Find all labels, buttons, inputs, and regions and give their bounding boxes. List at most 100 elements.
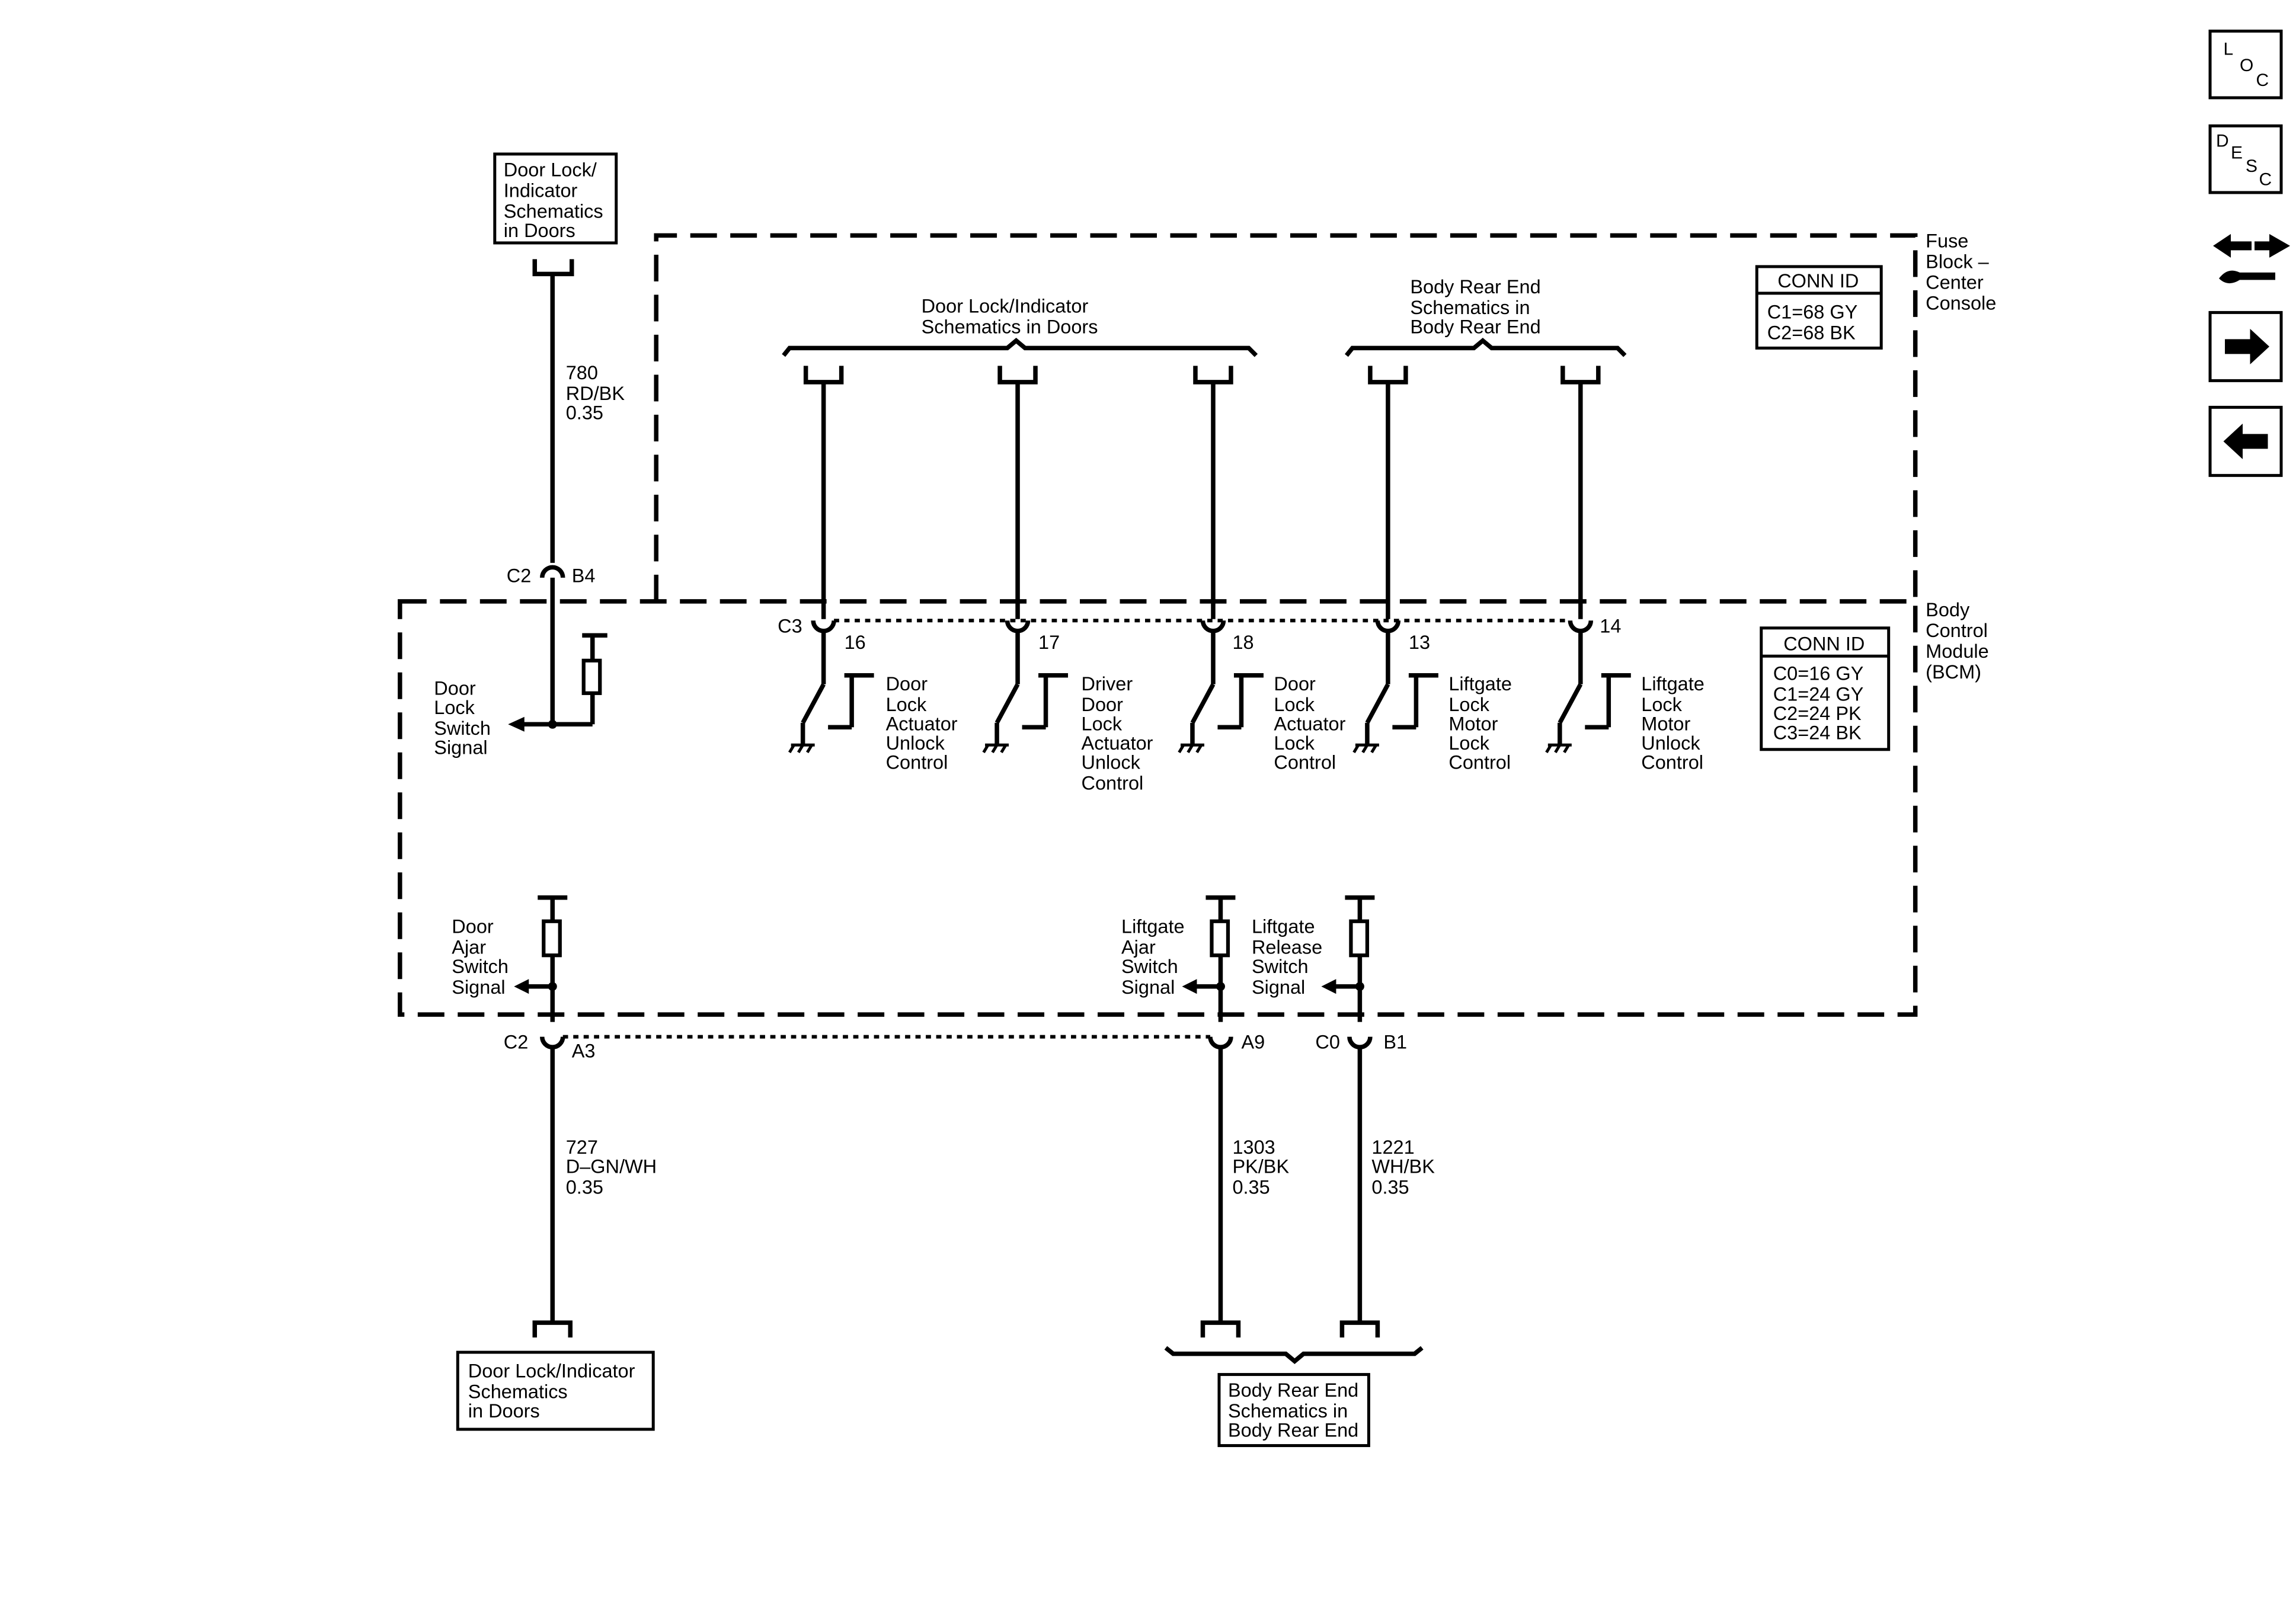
signal-label-liftgate-ajar-switch: Liftgate Ajar Switch Signal bbox=[1121, 916, 1185, 998]
svg-text:Control: Control bbox=[1926, 620, 1988, 641]
ref-box-door-lock-top-left: Door Lock/ Indicator Schematics in Doors bbox=[493, 152, 618, 245]
svg-text:PK/BK: PK/BK bbox=[1232, 1156, 1289, 1177]
signal-label-door-lock-switch: Door Lock Switch Signal bbox=[434, 677, 491, 758]
connector-tab-bottom-1303 bbox=[1200, 1320, 1241, 1338]
bracket-body-rear-bottom bbox=[1164, 1346, 1424, 1364]
svg-text:Schematics in: Schematics in bbox=[1410, 297, 1530, 318]
connector-c2-a3 bbox=[540, 1036, 565, 1049]
c3-pin-16: 16 bbox=[811, 620, 866, 684]
svg-text:Unlock: Unlock bbox=[1641, 732, 1700, 754]
c3-pin-14: 14 bbox=[1568, 615, 1621, 684]
svg-text:Signal: Signal bbox=[452, 977, 505, 998]
svg-text:Motor: Motor bbox=[1448, 713, 1498, 734]
svg-text:C0=16 GY: C0=16 GY bbox=[1773, 662, 1864, 684]
svg-text:Unlock: Unlock bbox=[1082, 751, 1141, 773]
svg-text:Switch: Switch bbox=[1252, 956, 1309, 977]
svg-text:Ajar: Ajar bbox=[1121, 937, 1156, 958]
ref-label-body-rear-top: Body Rear End Schematics in Body Rear En… bbox=[1410, 276, 1540, 337]
svg-text:0.35: 0.35 bbox=[566, 402, 603, 423]
driver-switch-4 bbox=[1352, 673, 1438, 754]
svg-text:Control: Control bbox=[886, 751, 948, 773]
svg-text:Door: Door bbox=[452, 916, 494, 937]
fuse-block-label: Fuse Block – Center Console bbox=[1926, 230, 1996, 313]
svg-text:Fuse: Fuse bbox=[1926, 230, 1968, 251]
svg-text:Control: Control bbox=[1082, 772, 1144, 793]
connector-c2-a3-conn: C2 bbox=[504, 1032, 529, 1053]
loc-letter-l: L bbox=[2224, 39, 2234, 59]
connector-tab-5 bbox=[1560, 366, 1601, 385]
svg-text:Lock: Lock bbox=[1274, 732, 1315, 754]
svg-text:Lock: Lock bbox=[1274, 694, 1315, 715]
connector-tab-bottom-left bbox=[532, 1320, 573, 1338]
loc-button[interactable]: L O C bbox=[2208, 29, 2283, 100]
svg-text:C1=24 GY: C1=24 GY bbox=[1773, 683, 1864, 705]
pullup-door-ajar bbox=[514, 895, 568, 1022]
svg-text:Signal: Signal bbox=[1252, 977, 1305, 998]
svg-text:Lock: Lock bbox=[886, 694, 927, 715]
svg-text:Actuator: Actuator bbox=[1082, 732, 1153, 754]
svg-text:0.35: 0.35 bbox=[566, 1177, 603, 1198]
bracket-door-lock-top bbox=[782, 338, 1258, 357]
svg-text:780: 780 bbox=[566, 362, 598, 383]
connector-c0-b1-pin: B1 bbox=[1383, 1032, 1407, 1053]
connector-c0-b1-conn: C0 bbox=[1315, 1032, 1340, 1053]
control-label-door-lock-actuator-lock: Door Lock Actuator Lock Control bbox=[1274, 673, 1345, 773]
connector-tab-bottom-1221 bbox=[1339, 1320, 1380, 1338]
connector-c2-b4 bbox=[540, 565, 565, 578]
svg-text:Liftgate: Liftgate bbox=[1448, 673, 1512, 694]
svg-text:Switch: Switch bbox=[434, 718, 491, 739]
svg-text:Switch: Switch bbox=[1121, 956, 1178, 977]
driver-switch-3 bbox=[1178, 673, 1264, 754]
next-arrow-button[interactable] bbox=[2208, 311, 2283, 382]
wire-1221-label: 1221 WH/BK 0.35 bbox=[1371, 1137, 1435, 1198]
svg-text:Switch: Switch bbox=[452, 956, 509, 977]
control-label-door-lock-actuator-unlock: Door Lock Actuator Unlock Control bbox=[886, 673, 958, 773]
svg-text:16: 16 bbox=[845, 632, 866, 653]
svg-text:WH/BK: WH/BK bbox=[1371, 1156, 1435, 1177]
driver-switch-5 bbox=[1545, 673, 1631, 754]
svg-text:Lock: Lock bbox=[1082, 713, 1123, 734]
conn-id-table-fuse-block: CONN ID C1=68 GY C2=68 BK bbox=[1755, 265, 1883, 350]
svg-text:Door: Door bbox=[886, 673, 928, 694]
svg-text:Door Lock/: Door Lock/ bbox=[504, 159, 597, 180]
svg-text:Signal: Signal bbox=[1121, 977, 1175, 998]
control-label-liftgate-lock-motor-unlock: Liftgate Lock Motor Unlock Control bbox=[1641, 673, 1705, 773]
svg-text:Lock: Lock bbox=[1448, 732, 1489, 754]
svg-text:18: 18 bbox=[1232, 632, 1253, 653]
connector-c3-label: C3 bbox=[778, 615, 802, 636]
svg-text:Liftgate: Liftgate bbox=[1121, 916, 1185, 937]
bcm-label: Body Control Module (BCM) bbox=[1926, 599, 1989, 683]
svg-text:Center: Center bbox=[1926, 271, 1984, 293]
svg-text:Body Rear End: Body Rear End bbox=[1410, 316, 1540, 337]
c3-pin-18: 18 bbox=[1200, 620, 1254, 684]
connector-c2-a3-pin: A3 bbox=[572, 1041, 596, 1062]
svg-text:Lock: Lock bbox=[1448, 694, 1489, 715]
loc-letter-o: O bbox=[2240, 56, 2253, 75]
c3-pin-13: 13 bbox=[1375, 620, 1430, 684]
svg-text:Body: Body bbox=[1926, 599, 1970, 620]
svg-text:Liftgate: Liftgate bbox=[1252, 916, 1315, 937]
connector-c0-b1 bbox=[1347, 1036, 1373, 1049]
service-icon[interactable] bbox=[2204, 216, 2291, 293]
svg-text:727: 727 bbox=[566, 1137, 598, 1158]
connector-tab-top-left bbox=[532, 259, 574, 277]
svg-text:C1=68 GY: C1=68 GY bbox=[1767, 301, 1858, 322]
svg-text:D–GN/WH: D–GN/WH bbox=[566, 1156, 657, 1177]
svg-text:in Doors: in Doors bbox=[504, 220, 575, 241]
svg-text:0.35: 0.35 bbox=[1371, 1177, 1409, 1198]
desc-button[interactable]: D E S C bbox=[2208, 124, 2283, 194]
desc-letter-d: D bbox=[2216, 131, 2229, 151]
svg-text:Console: Console bbox=[1926, 292, 1996, 313]
svg-text:Control: Control bbox=[1448, 751, 1511, 773]
bcm-boundary bbox=[398, 599, 1918, 1017]
connector-tab-1 bbox=[803, 366, 844, 385]
svg-text:Schematics: Schematics bbox=[468, 1381, 568, 1403]
prev-arrow-button[interactable] bbox=[2208, 405, 2283, 477]
c3-pin-17: 17 bbox=[1005, 620, 1060, 684]
driver-switch-1 bbox=[788, 673, 874, 754]
connector-a9 bbox=[1208, 1036, 1233, 1049]
svg-text:Unlock: Unlock bbox=[886, 732, 945, 754]
connector-c2-b4-conn: C2 bbox=[507, 565, 532, 586]
svg-text:Module: Module bbox=[1926, 641, 1989, 662]
svg-text:Liftgate: Liftgate bbox=[1641, 673, 1705, 694]
